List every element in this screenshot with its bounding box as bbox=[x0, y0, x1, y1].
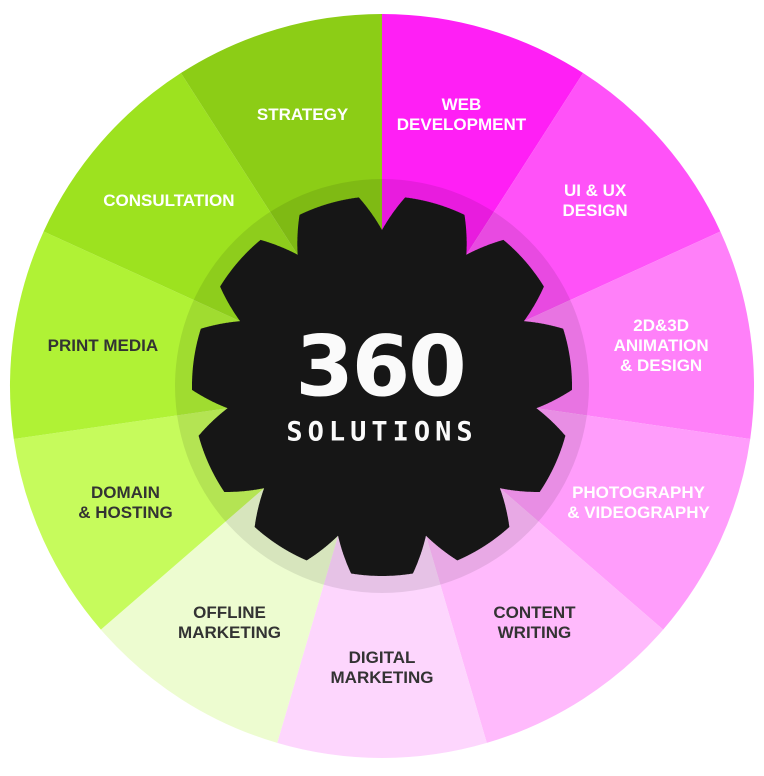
segment-label[interactable]: CONSULTATION bbox=[103, 191, 235, 211]
segment-label[interactable]: OFFLINE MARKETING bbox=[178, 603, 282, 643]
logo-number: 360 bbox=[295, 317, 466, 416]
logo-subtitle: SOLUTIONS bbox=[286, 416, 478, 448]
segment-label[interactable]: WEB DEVELOPMENT bbox=[396, 95, 527, 135]
segment-label[interactable]: UI & UX DESIGN bbox=[562, 181, 628, 221]
segment-label[interactable]: PHOTOGRAPHY & VIDEOGRAPHY bbox=[567, 483, 710, 523]
segment-label[interactable]: DOMAIN & HOSTING bbox=[78, 483, 173, 523]
segment-label[interactable]: PRINT MEDIA bbox=[47, 335, 159, 355]
segment-label[interactable]: 2D&3D ANIMATION & DESIGN bbox=[613, 315, 709, 375]
logo: 360 SOLUTIONS bbox=[286, 325, 477, 448]
segment-label[interactable]: STRATEGY bbox=[256, 105, 349, 125]
segment-label[interactable]: CONTENT WRITING bbox=[493, 603, 576, 643]
segment-label[interactable]: DIGITAL MARKETING bbox=[330, 648, 434, 687]
gear-icon bbox=[192, 197, 572, 576]
